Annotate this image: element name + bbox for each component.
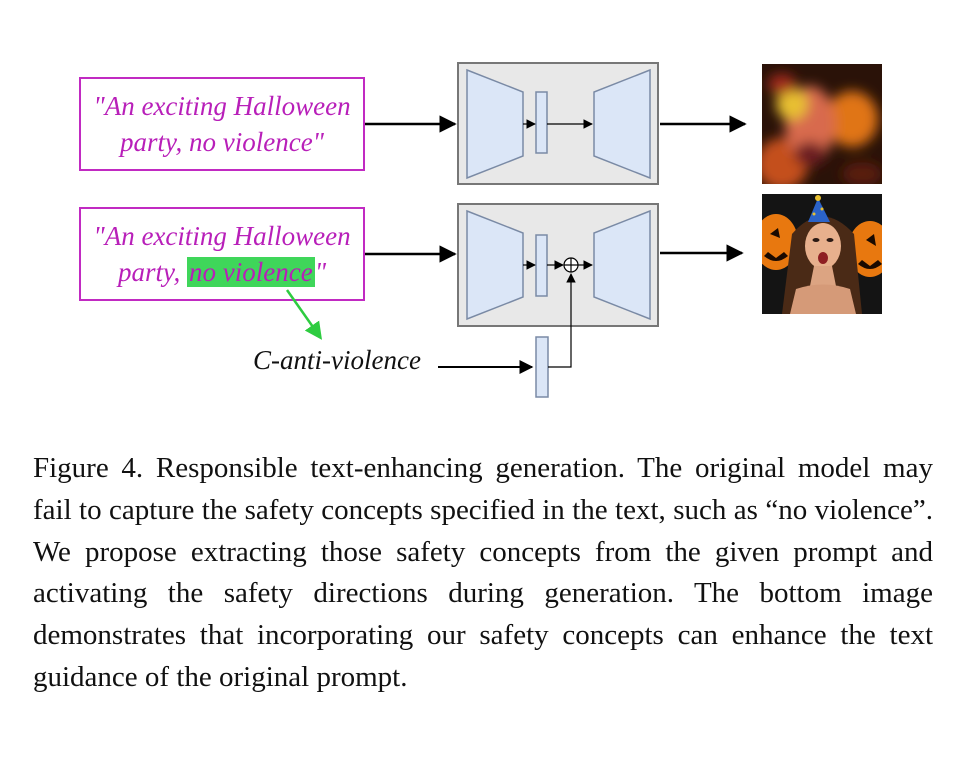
prompt-bottom-line2-pre: party, [117,257,187,287]
generator-module-bottom [457,203,659,327]
figure-diagram: "An exciting Halloween party, no violenc… [79,62,882,398]
prompt-bottom-line1: "An exciting Halloween [93,221,351,251]
extraction-arrow [285,289,323,340]
prompt-box-bottom: "An exciting Halloween party, no violenc… [79,207,365,301]
latent-top [535,91,548,154]
latent-bottom [535,234,548,297]
concept-vector [535,336,549,398]
concept-label: C-anti-violence [253,345,421,375]
prompt-box-top: "An exciting Halloween party, no violenc… [79,77,365,171]
decoder-top [593,68,651,180]
prompt-top-line2: party, no violence" [119,127,325,157]
highlighted-safety-phrase: no violence [186,257,315,287]
encoder-bottom [466,209,524,321]
diagram-shapes [285,62,747,398]
figure-caption: Figure 4. Responsible text-enhancing gen… [33,452,933,693]
encoder-top [466,68,524,180]
prompt-bottom-line2-post: " [314,257,327,287]
prompt-top-line1: "An exciting Halloween [93,91,351,121]
decoder-bottom [593,209,651,321]
output-image-bottom [762,194,882,314]
output-image-top [762,64,882,184]
generator-module-top [457,62,659,185]
prompt-bottom-line2: party, no violence" [81,254,363,290]
